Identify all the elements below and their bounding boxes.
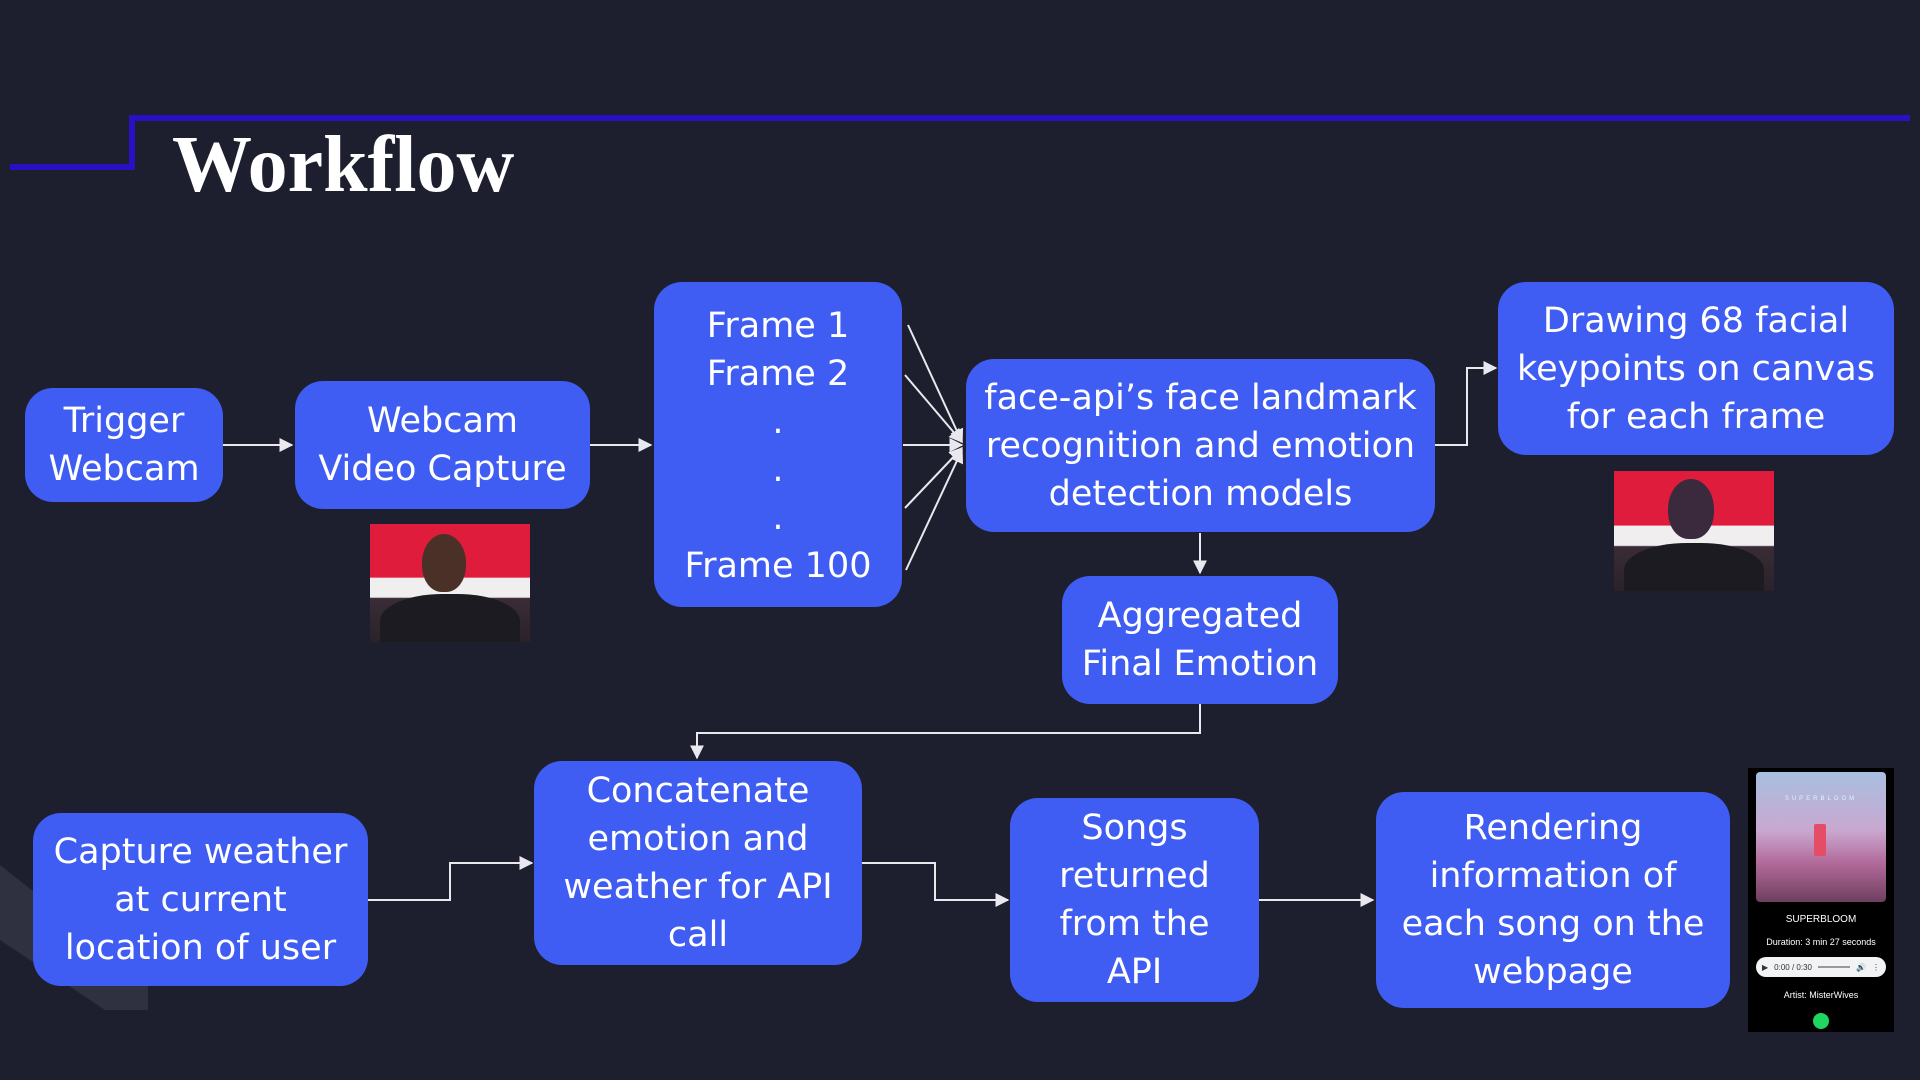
capture-line-1: Webcam [366,401,519,441]
concatenate-box: Concatenate emotion and weather for API … [534,761,862,965]
weather-line-2: at current [114,879,287,920]
play-icon[interactable]: ▶ [1762,962,1769,972]
concat-line-3: weather for API [563,867,833,907]
song-title: SUPERBLOOM [1785,914,1857,925]
weather-line-1: Capture weather [53,831,348,872]
more-options-icon[interactable]: ⋮ [1872,962,1880,972]
arrow-frame1-to-faceapi [907,324,964,444]
rendering-line-1: Rendering [1463,808,1643,848]
arrow-aggregated-to-concat [690,704,1201,760]
frame-label-100: Frame 100 [684,546,872,586]
rendering-box: Rendering information of each song on th… [1376,792,1730,1008]
arrow-weather-to-concat [368,856,534,901]
spotify-icon[interactable] [1813,1013,1829,1029]
webcam-capture-box: Webcam Video Capture [295,381,590,509]
song-card-screenshot: SUPERBLOOM SUPERBLOOM Duration: 3 min 27… [1748,768,1894,1032]
slide-title: Workflow [172,121,515,209]
trigger-line-1: Trigger [63,401,185,441]
volume-icon[interactable]: 🔊 [1856,962,1866,972]
frame-dot-2: . [772,450,784,490]
songs-line-2: returned [1059,856,1210,896]
songs-returned-box: Songs returned from the API [1010,798,1259,1002]
player-progress-bar[interactable] [1817,966,1851,968]
capture-line-2: Video Capture [318,449,567,489]
drawing-line-2: keypoints on canvas [1517,348,1875,389]
aggregated-line-1: Aggregated [1097,596,1303,636]
keypoints-photo [1614,471,1774,591]
song-artist: Artist: MisterWives [1783,990,1859,1000]
frame-label-1: Frame 1 [706,306,850,346]
aggregated-emotion-box: Aggregated Final Emotion [1062,576,1338,704]
faceapi-line-2: recognition and emotion [985,425,1416,466]
album-cover-figure [1814,824,1826,856]
frame-label-2: Frame 2 [706,354,850,394]
frames-box: Frame 1 Frame 2 . . . Frame 100 [654,282,902,607]
frame-dot-1: . [772,402,784,442]
faceapi-models-box: face-api’s face landmark recognition and… [966,359,1435,532]
audio-player[interactable]: ▶ 0:00 / 0:30 🔊 ⋮ [1756,957,1886,977]
aggregated-line-2: Final Emotion [1081,644,1319,684]
arrow-frame4-to-faceapi [904,446,963,509]
drawing-line-3: for each frame [1566,396,1826,437]
concat-line-2: emotion and [587,819,809,859]
songs-line-1: Songs [1081,808,1188,848]
drawing-line-1: Drawing 68 facial [1542,300,1850,341]
header-accent-line [10,115,1910,170]
player-time: 0:00 / 0:30 [1774,962,1812,972]
songs-line-3: from the [1059,904,1210,944]
faceapi-line-3: detection models [1048,473,1353,514]
capture-weather-box: Capture weather at current location of u… [33,813,368,986]
arrow-faceapi-to-drawing [1435,361,1498,446]
rendering-line-2: information of [1429,856,1677,896]
concat-line-1: Concatenate [586,771,810,811]
rendering-line-3: each song on the [1401,904,1705,944]
arrow-concat-to-songs [862,862,1010,907]
album-cover: SUPERBLOOM [1756,772,1886,902]
drawing-keypoints-box: Drawing 68 facial keypoints on canvas fo… [1498,282,1894,455]
concat-line-4: call [667,915,729,955]
arrow-frame100-to-faceapi [905,448,964,571]
album-cover-text: SUPERBLOOM [1784,796,1858,802]
webcam-photo [370,524,530,642]
song-duration: Duration: 3 min 27 seconds [1766,937,1876,947]
rendering-line-4: webpage [1473,952,1633,992]
trigger-line-2: Webcam [48,449,200,489]
trigger-webcam-box: Trigger Webcam [25,388,223,502]
weather-line-3: location of user [64,927,337,968]
arrow-frame2-to-faceapi [904,374,963,444]
songs-line-4: API [1106,952,1163,992]
faceapi-line-1: face-api’s face landmark [984,377,1417,418]
frame-dot-3: . [772,498,784,538]
